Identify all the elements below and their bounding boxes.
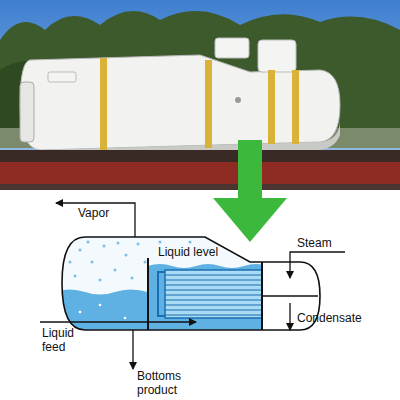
- level-label: Liquid level: [158, 245, 238, 259]
- flow-label: Condensate: [297, 311, 387, 325]
- flow-label: Steam: [297, 236, 357, 250]
- flow-label: Vapor: [78, 206, 138, 220]
- flow-label: Bottoms product: [137, 369, 207, 397]
- flow-label: Liquid feed: [42, 326, 90, 354]
